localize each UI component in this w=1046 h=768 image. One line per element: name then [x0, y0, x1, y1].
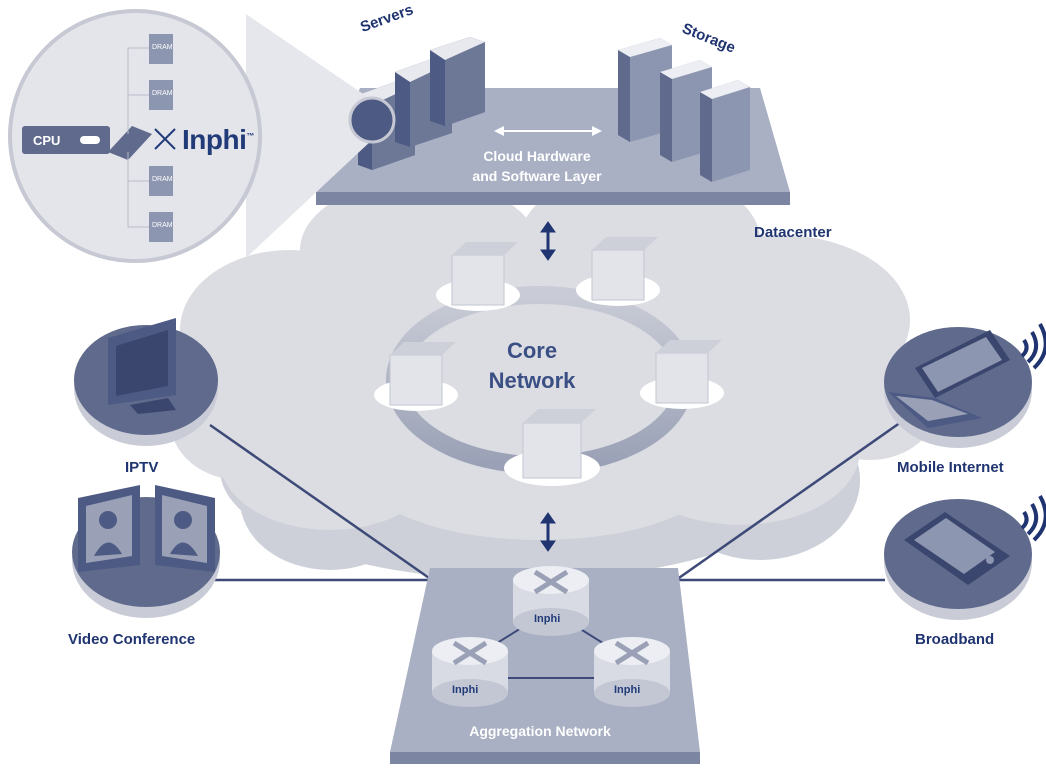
mobile-internet-endpoint [884, 323, 1046, 448]
switch-box-icon [576, 237, 660, 306]
laptop-icon [888, 330, 1010, 428]
core-switch-boxes [374, 237, 724, 486]
video-conference-endpoint [72, 485, 220, 618]
inphi-brand-text: Inphi [182, 124, 247, 155]
dram-label: DRAM [152, 44, 173, 51]
switch-box-icon [436, 242, 520, 311]
router-icon [594, 637, 670, 707]
router-brand-label: Inphi [534, 613, 561, 625]
aggregation-network-label: Aggregation Network [469, 723, 611, 739]
router-brand-label: Inphi [614, 684, 641, 696]
monitor-icon [108, 318, 176, 414]
bidirectional-arrow-icon [540, 221, 556, 552]
dram-label: DRAM [152, 90, 173, 97]
cpu-memory-magnifier [8, 9, 396, 263]
server-rack-icon [358, 37, 485, 170]
broadband-label: Broadband [915, 631, 995, 648]
switch-box-icon [504, 409, 600, 486]
network-cloud [170, 170, 940, 580]
switch-box-icon [640, 340, 724, 409]
router-icon [432, 637, 508, 707]
inphi-logo-icon [154, 128, 176, 150]
core-network-label: Core Network [488, 338, 576, 393]
iptv-label: IPTV [125, 459, 159, 476]
router-brand-label: Inphi [452, 684, 479, 696]
inphi-brand-label: Inphi™ [182, 124, 254, 156]
broadband-endpoint [884, 495, 1046, 620]
dram-label: DRAM [152, 176, 173, 183]
aggregation-platform [390, 566, 700, 764]
tablet-icon [904, 512, 1010, 585]
video-call-icon [78, 485, 215, 572]
bidirectional-arrow-icon [494, 126, 602, 136]
cloud-layer-label: Cloud Hardware and Software Layer [472, 148, 602, 184]
access-links [209, 418, 905, 582]
trademark-mark: ™ [246, 131, 254, 141]
dram-label: DRAM [152, 222, 173, 229]
storage-array-icon [618, 38, 750, 182]
switch-box-icon [374, 342, 458, 411]
cpu-label: CPU [33, 133, 61, 148]
datacenter-label: Datacenter [754, 224, 832, 241]
iptv-endpoint [74, 318, 218, 446]
video-conference-label: Video Conference [68, 631, 196, 648]
mobile-internet-label: Mobile Internet [897, 459, 1004, 476]
router-icon [513, 566, 589, 636]
